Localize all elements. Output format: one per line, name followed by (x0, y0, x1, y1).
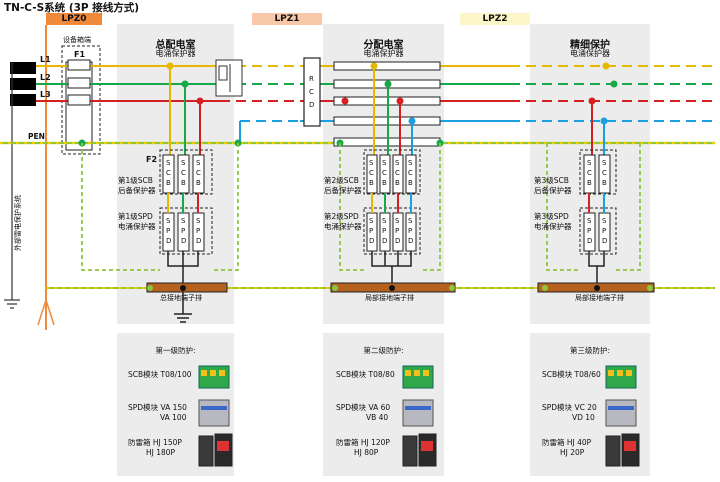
room2-subtitle: 电涌保护器 (363, 49, 404, 58)
protection-1-heading: 第一级防护: (155, 346, 196, 355)
room1-subtitle: 电涌保护器 (155, 49, 196, 58)
meter-box (215, 59, 243, 97)
device-box-label: 设备箱端 (63, 36, 91, 44)
line-l2-label: L2 (40, 73, 51, 82)
fuse-f2-label: F2 (146, 155, 158, 164)
rcd-letter-d: D (309, 101, 315, 109)
zone-lpz1: LPZ1 (252, 13, 322, 25)
external-lightning-label: 外部雷电保护系统 (14, 195, 22, 251)
transformer-block-3 (10, 94, 36, 106)
pen-label: PEN (28, 132, 45, 141)
room3-subtitle: 电涌保护器 (570, 49, 610, 58)
rcd-box (303, 57, 321, 127)
room3-title: 精细保护 (570, 40, 610, 51)
rcd-letter-r: R (309, 75, 314, 83)
zone-lpz0: LPZ0 (46, 13, 102, 25)
protection-1-scb: SCB模块 T08/100 (128, 370, 192, 379)
zone-lpz2: LPZ2 (460, 13, 530, 25)
earth-bar-2-label: 局部接地端子排 (365, 294, 414, 302)
protection-3-scb: SCB模块 T08/60 (542, 370, 601, 379)
room2-title: 分配电室 (363, 40, 404, 51)
earth-bar-1 (146, 282, 228, 293)
protection-2-scb: SCB模块 T08/80 (336, 370, 395, 379)
protection-3-heading: 第三级防护: (569, 346, 611, 355)
room1-title: 总配电室 (155, 40, 196, 51)
fuse-f1-label: F1 (74, 50, 86, 59)
transformer-block-1 (10, 62, 36, 74)
earth-bar-1-label: 总接地端子排 (160, 294, 202, 302)
module-images (198, 365, 640, 467)
earth-bar-3-label: 局部接地端子排 (575, 294, 624, 302)
protection-2-heading: 第二级防护: (363, 346, 404, 355)
rcd-letter-c: C (309, 88, 314, 96)
transformer-block-2 (10, 78, 36, 90)
room3-scb-group (579, 149, 617, 195)
room1-panel (117, 24, 234, 324)
line-l1-label: L1 (40, 55, 51, 64)
diagram-title: TN-C-S系统 (3P 接线方式) (4, 2, 140, 14)
line-l3-label: L3 (40, 90, 51, 99)
room3-spd-group (579, 207, 617, 255)
